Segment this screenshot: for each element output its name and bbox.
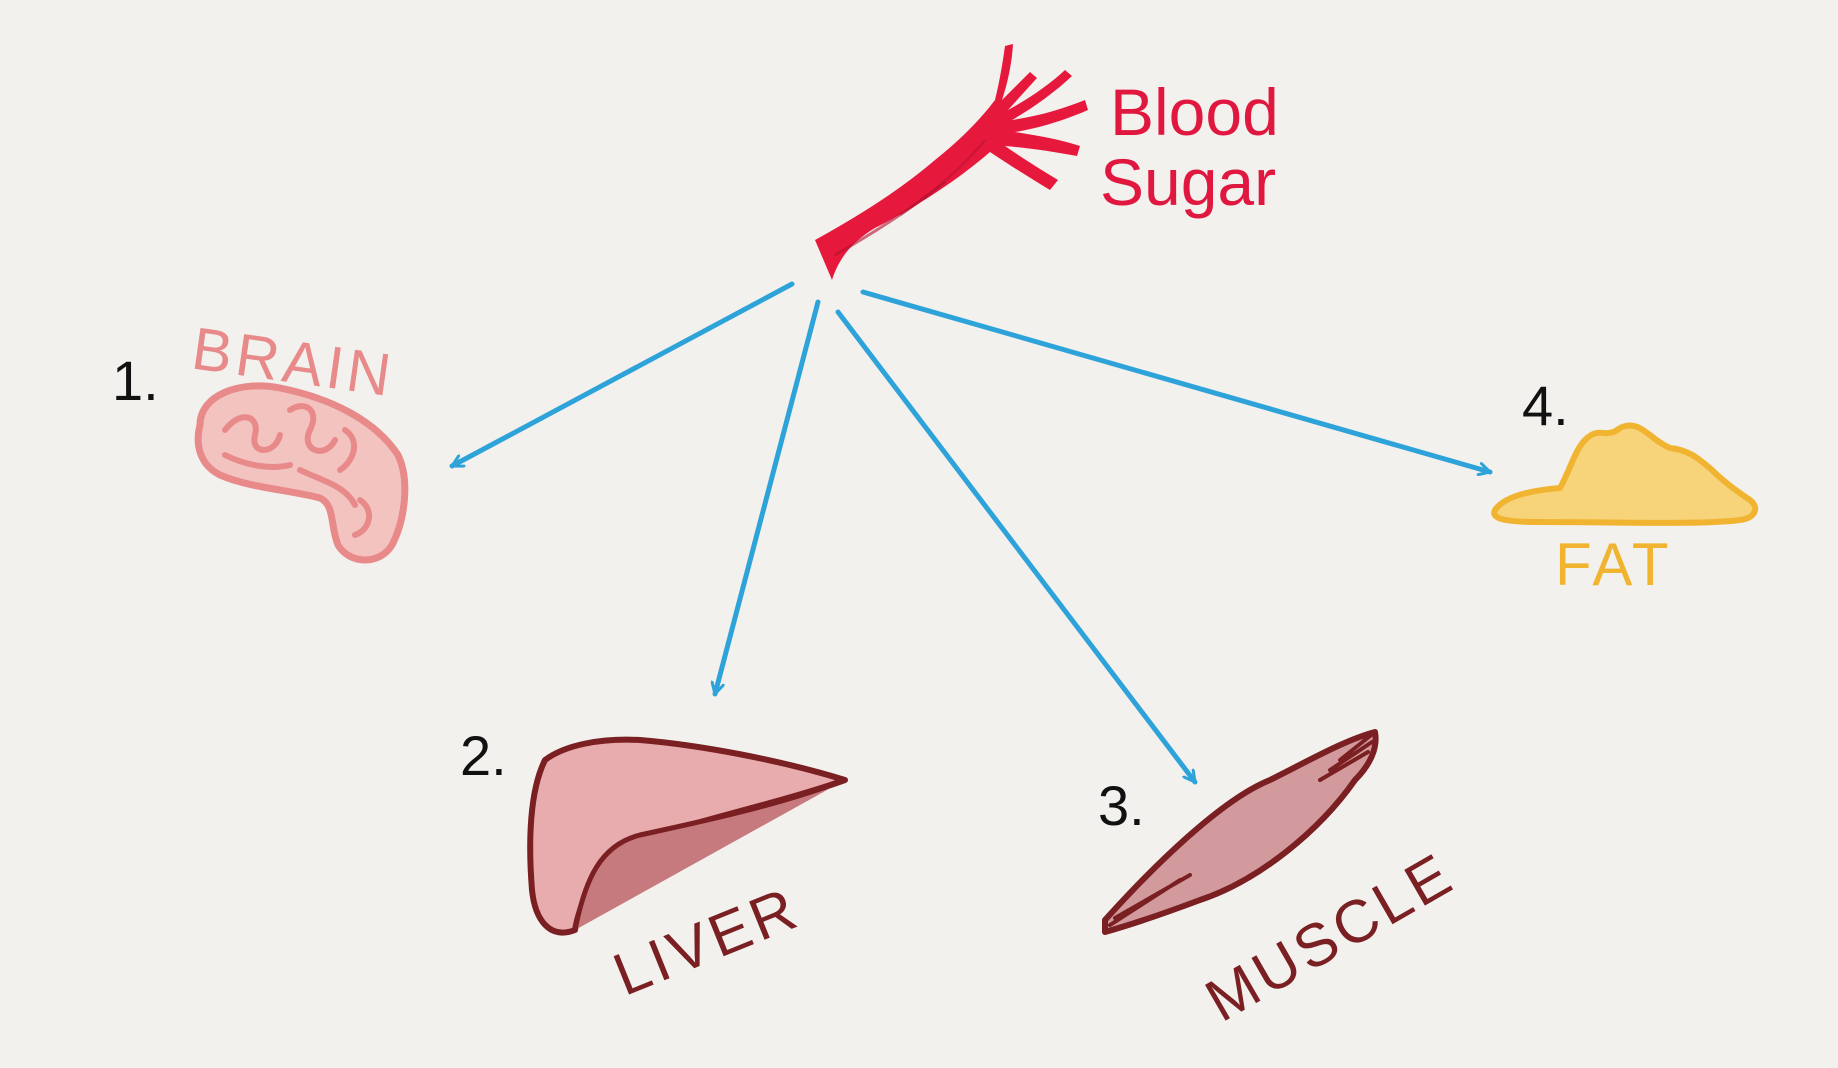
brain-icon	[194, 382, 409, 564]
arrow-to-fat	[860, 289, 1493, 472]
title-line-1: Blood	[1110, 75, 1279, 149]
arrow-to-liver	[715, 299, 821, 697]
arrows	[449, 281, 1493, 785]
fat-number: 4.	[1522, 374, 1569, 437]
blood-vessel-icon	[815, 44, 1088, 280]
muscle-number: 3.	[1098, 774, 1145, 837]
fat-label: FAT	[1555, 531, 1673, 598]
liver-number: 2.	[460, 724, 507, 787]
brain-number: 1.	[112, 349, 159, 412]
fat-icon	[1491, 422, 1759, 526]
arrow-to-muscle	[835, 309, 1198, 785]
arrow-to-brain	[449, 281, 795, 469]
liver-icon	[527, 736, 848, 936]
muscle-icon	[1102, 729, 1379, 935]
title-line-2: Sugar	[1100, 145, 1276, 219]
